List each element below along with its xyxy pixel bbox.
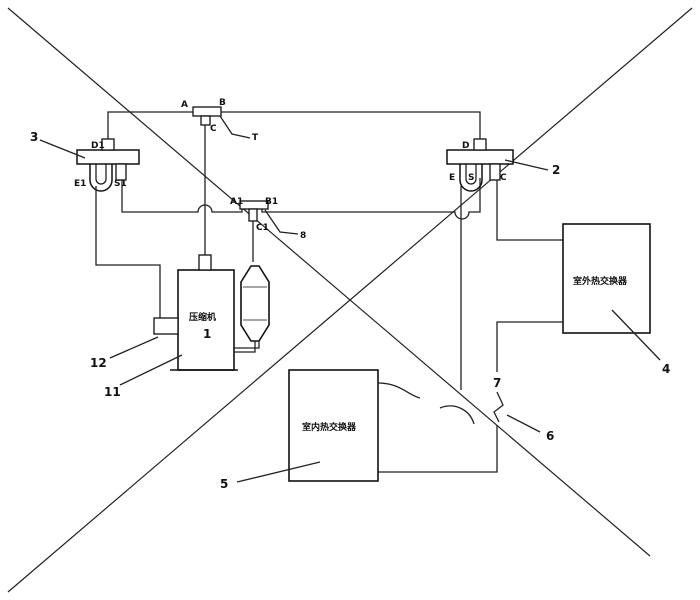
tee-top (192, 106, 222, 126)
callout-5: 5 (220, 477, 228, 491)
four-way-valve-left (76, 138, 140, 192)
pipe-middle (121, 178, 481, 220)
leader-11 (119, 354, 183, 386)
tee-mid-label-a: A1 (230, 197, 243, 207)
tee-top-label-b: B (219, 98, 226, 108)
pipe-expansion-to-indoor (378, 425, 498, 473)
valve-right-label-right: C (500, 173, 507, 183)
valve-left-label-left: E1 (74, 179, 86, 189)
compressor-label: 压缩机 (189, 311, 216, 323)
expansion-valve (493, 391, 504, 423)
callout-8: 8 (300, 231, 306, 241)
tee-mid-label-b: B1 (265, 197, 278, 207)
accumulator (240, 265, 270, 342)
leader-5 (236, 461, 321, 483)
leader-12 (109, 336, 159, 359)
cross-line-1 (7, 7, 651, 557)
tee-top-label-a: A (181, 100, 188, 110)
callout-T: T (252, 133, 259, 143)
tee-mid-label-c: C1 (256, 223, 269, 233)
compressor-inlet-stub (153, 317, 179, 335)
outdoor-heat-exchanger-label: 室外热交换器 (573, 275, 628, 287)
tee-middle (239, 200, 269, 222)
callout-11: 11 (104, 385, 121, 399)
pipe-valve-right-C-to-outdoor (496, 180, 563, 241)
valve-right-label-left: E (449, 173, 455, 183)
leader-6 (506, 414, 541, 433)
indoor-heat-exchanger-label: 室内热交换器 (302, 421, 357, 433)
outdoor-heat-exchanger-box (562, 223, 651, 334)
callout-6: 6 (546, 429, 554, 443)
callout-3: 3 (30, 130, 38, 144)
leader-T (219, 115, 251, 139)
four-way-valve-right (446, 138, 514, 192)
tee-top-label-c: C (210, 124, 217, 134)
valve-left-label-right: S1 (114, 179, 127, 189)
pipe-accumulator-to-compressor (234, 341, 256, 353)
cross-line-2 (7, 7, 693, 593)
indoor-heat-exchanger-box (288, 369, 379, 482)
callout-4: 4 (662, 362, 670, 376)
leader-2 (504, 159, 549, 171)
compressor-head (198, 254, 212, 271)
callout-12: 12 (90, 356, 107, 370)
pipe-valve-left-to-compressor (95, 186, 161, 318)
compressor-number: 1 (203, 327, 211, 341)
valve-right-label-top: D (462, 141, 469, 151)
valve-left-label-top: D1 (91, 141, 105, 151)
valve-right-label-mid: S (468, 173, 474, 183)
pipe-top (107, 111, 481, 143)
leader-4 (611, 309, 661, 361)
callout-7: 7 (493, 376, 501, 390)
pipe-indoor-to-valve (377, 382, 475, 425)
callout-2: 2 (552, 163, 560, 177)
leader-8 (264, 209, 299, 235)
pipe-accumulator-outlet-2 (234, 341, 260, 349)
pipe-outdoor-to-expansion (496, 321, 563, 372)
leader-3 (39, 139, 86, 159)
